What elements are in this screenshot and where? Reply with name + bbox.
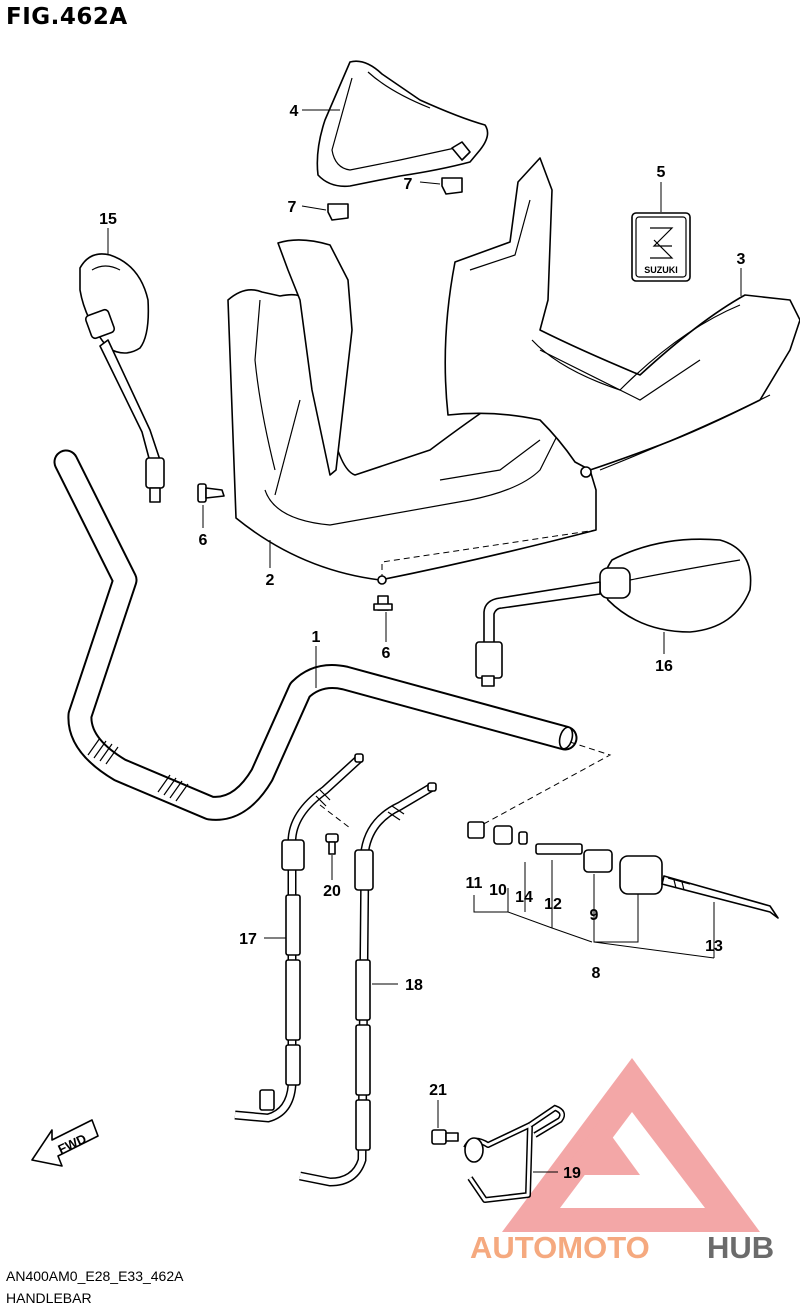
part-5-emblem: SUZUKI <box>631 212 691 282</box>
callout-2: 2 <box>266 572 275 589</box>
part-14-washer <box>518 831 528 845</box>
part-8-weight <box>619 855 663 895</box>
callout-8: 8 <box>592 965 601 982</box>
callout-7-right: 7 <box>404 176 413 193</box>
callout-19: 19 <box>563 1165 581 1182</box>
part-13-bolt <box>661 875 779 919</box>
fwd-label: FWD <box>56 1131 89 1157</box>
watermark-part2: HUB <box>707 1230 774 1265</box>
part-11-nut <box>467 821 485 839</box>
callout-14: 14 <box>515 889 533 906</box>
part-10-collar <box>493 825 513 845</box>
figure-code: AN400AM0_E28_E33_462A <box>6 1268 184 1284</box>
part-12-spacer <box>535 843 583 855</box>
callout-4: 4 <box>290 103 299 120</box>
part-9-rubber <box>583 849 613 873</box>
part-17-throttle-cable <box>234 753 364 1123</box>
grommet <box>377 575 387 585</box>
callout-5: 5 <box>657 164 666 181</box>
callout-1: 1 <box>312 629 321 646</box>
watermark-part1: AUTOMOTO <box>470 1230 650 1265</box>
emblem-text: SUZUKI <box>644 265 678 275</box>
callout-10: 10 <box>489 882 507 899</box>
leader-lines <box>107 109 742 1173</box>
callout-17: 17 <box>239 931 257 948</box>
part-3-right-panel <box>444 157 800 478</box>
bracket-lines <box>473 860 715 959</box>
callout-3: 3 <box>737 251 746 268</box>
figure-title: FIG.462A <box>6 4 128 30</box>
callout-11: 11 <box>466 875 483 892</box>
callout-6-left: 6 <box>199 532 208 549</box>
callout-15: 15 <box>99 211 117 228</box>
watermark-logo <box>502 1058 760 1232</box>
part-18-throttle-cable <box>299 782 437 1187</box>
part-19-clamp <box>463 1104 566 1203</box>
callout-16: 16 <box>655 658 673 675</box>
part-7-clip-left <box>327 203 349 221</box>
part-7-clip-right <box>441 177 463 195</box>
callout-6-lower: 6 <box>382 645 391 662</box>
assembly-dashed-line <box>381 529 597 580</box>
callout-13: 13 <box>705 938 723 955</box>
fwd-arrow: FWD <box>31 1119 99 1167</box>
callout-18: 18 <box>405 977 423 994</box>
callouts: 4 7 7 5 3 15 6 2 6 16 1 11 10 14 12 9 13… <box>99 103 745 1182</box>
callout-21: 21 <box>429 1082 447 1099</box>
part-16-mirror-right <box>475 538 752 687</box>
part-15-mirror-left <box>79 253 165 503</box>
callout-9: 9 <box>590 907 599 924</box>
part-20-screw <box>325 833 339 855</box>
part-1-handlebar <box>53 449 578 821</box>
part-6-screw-lower <box>373 595 393 611</box>
part-4-upper-cover <box>316 60 489 188</box>
callout-12: 12 <box>544 896 562 913</box>
callout-7-left: 7 <box>288 199 297 216</box>
figure-name: HANDLEBAR <box>6 1290 92 1306</box>
watermark-text: AUTOMOTO HUB <box>470 1230 774 1265</box>
screw-guide <box>319 804 351 829</box>
bar-end-guide <box>479 741 612 827</box>
part-6-pin-left <box>197 483 225 503</box>
part-21-bolt <box>431 1129 459 1145</box>
bar-end-assembly <box>467 821 779 919</box>
callout-20: 20 <box>323 883 341 900</box>
